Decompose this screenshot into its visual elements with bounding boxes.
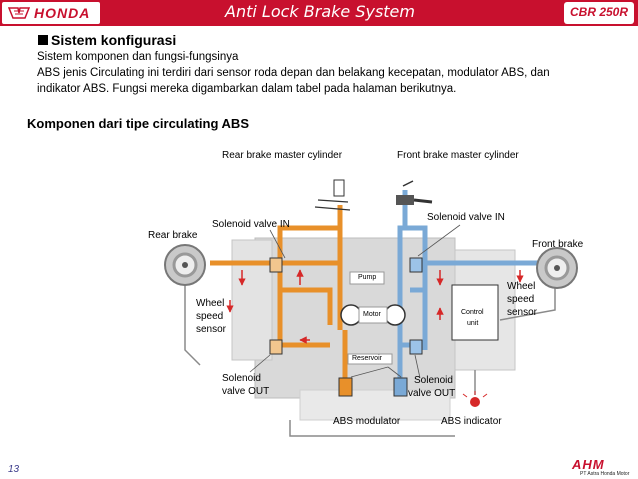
reservoirs — [338, 377, 408, 397]
label-abs-indicator: ABS indicator — [441, 416, 502, 427]
page-title: Anti Lock Brake System — [225, 2, 415, 21]
ahm-logo-subtext: PT Astra Honda Motor — [580, 471, 630, 477]
header-bar: HONDA Anti Lock Brake System CBR 250R — [0, 0, 638, 26]
abs-indicator-lamp-icon — [462, 391, 488, 407]
wiring — [184, 280, 556, 437]
label-pump: Pump — [358, 274, 377, 281]
label-solenoid-out-right-2: valve OUT — [408, 388, 456, 399]
label-solenoid-out-left-2: valve OUT — [222, 386, 270, 397]
label-front-brake: Front brake — [532, 239, 584, 250]
ahm-logo-text: AHM — [572, 457, 605, 472]
label-solenoid-out-right-1: Solenoid — [414, 375, 453, 386]
pump-assembly — [340, 271, 406, 365]
ahm-logo: AHM PT Astra Honda Motor — [566, 457, 632, 477]
model-name: CBR 250R — [569, 5, 629, 19]
label-control-1: Control — [461, 309, 484, 316]
label-control-2: unit — [467, 320, 479, 327]
label-wheel-speed-left-3: sensor — [196, 324, 227, 335]
section-line-2: ABS jenis Circulating ini terdiri dari s… — [37, 67, 550, 79]
control-unit-box — [451, 284, 499, 341]
section-heading: Sistem konfigurasi — [38, 32, 176, 48]
solenoid-valves — [269, 257, 423, 355]
label-reservoir: Reservoir — [352, 355, 382, 362]
label-wheel-speed-left-2: speed — [196, 311, 224, 322]
rear-brake-disc — [164, 244, 206, 286]
square-bullet-icon — [38, 35, 48, 45]
label-solenoid-out-left-1: Solenoid — [222, 373, 261, 384]
label-wheel-speed-left-1: Wheel — [196, 298, 225, 309]
label-abs-modulator: ABS modulator — [333, 416, 401, 427]
page-number: 13 — [8, 464, 20, 475]
label-wheel-speed-right-3: sensor — [507, 307, 538, 318]
honda-wing-icon — [8, 7, 30, 19]
section-line-1: Sistem komponen dan fungsi-fungsinya — [37, 51, 239, 63]
label-rear-master: Rear brake master cylinder — [222, 150, 343, 161]
section-line-3: indikator ABS. Fungsi mereka digambarkan… — [37, 83, 457, 95]
diagram-heading: Komponen dari tipe circulating ABS — [27, 116, 249, 131]
label-solenoid-in-left: Solenoid valve IN — [212, 219, 290, 230]
front-master-cylinder — [396, 180, 433, 205]
front-brake-disc — [536, 247, 578, 289]
rear-master-cylinder — [314, 179, 351, 211]
label-wheel-speed-right-1: Wheel — [507, 281, 536, 292]
model-badge: CBR 250R — [564, 2, 634, 24]
label-leaders — [249, 224, 461, 379]
flow-arrows — [226, 269, 524, 344]
label-wheel-speed-right-2: speed — [507, 294, 535, 305]
label-front-master: Front brake master cylinder — [397, 150, 519, 161]
label-solenoid-in-right: Solenoid valve IN — [427, 212, 505, 223]
honda-logo: HONDA — [2, 2, 100, 24]
brand-name: HONDA — [34, 5, 91, 21]
label-motor: Motor — [363, 311, 381, 318]
label-rear-brake: Rear brake — [148, 230, 198, 241]
